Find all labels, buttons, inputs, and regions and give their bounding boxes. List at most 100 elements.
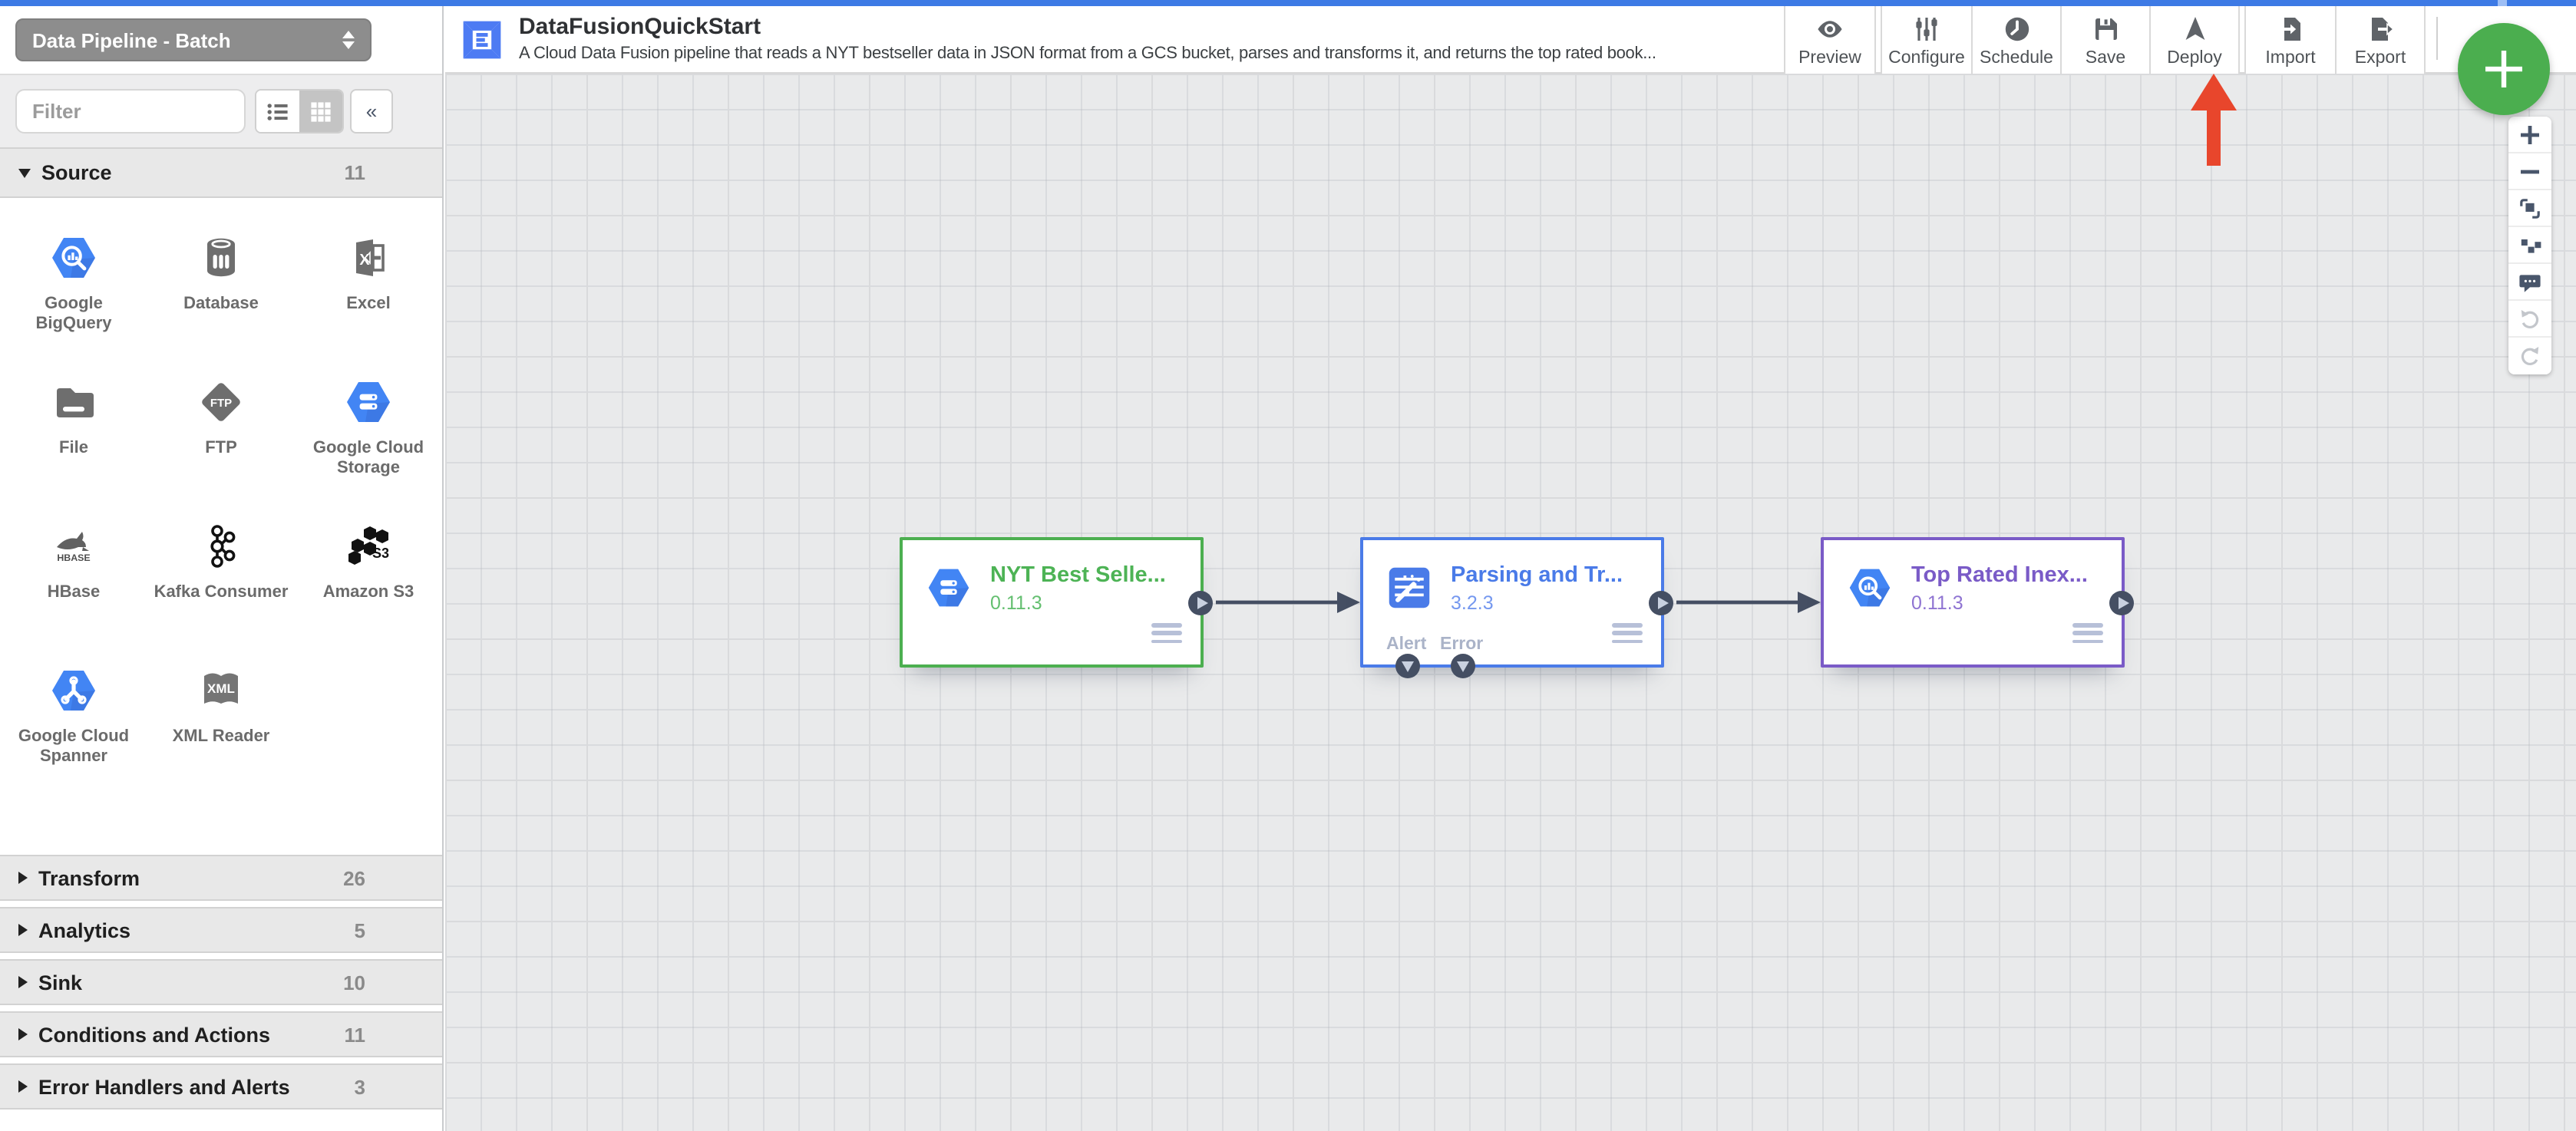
node-parsing-and-transform[interactable]: Parsing and Tr... 3.2.3 Alert Error: [1360, 537, 1673, 678]
caret-right-icon: [18, 1080, 28, 1093]
view-toggle: [255, 89, 344, 134]
node-top-rated-books[interactable]: Top Rated Inex... 0.11.3: [1821, 537, 2134, 668]
auto-align-button[interactable]: [2508, 227, 2551, 264]
node-nyt-best-sellers[interactable]: NYT Best Selle... 0.11.3: [900, 537, 1213, 668]
action-label: Configure: [1888, 49, 1965, 68]
section-header-error-handlers[interactable]: Error Handlers and Alerts 3: [0, 1063, 442, 1110]
section-header-conditions-actions[interactable]: Conditions and Actions 11: [0, 1011, 442, 1057]
plugin-hbase[interactable]: HBASE HBase: [0, 499, 147, 643]
fit-to-screen-button[interactable]: [2508, 190, 2551, 227]
action-label: Export: [2354, 49, 2406, 68]
section-name: Conditions and Actions: [38, 1023, 270, 1046]
down-arrow-icon: [1457, 661, 1469, 672]
svg-text:HBASE: HBASE: [57, 552, 90, 563]
section-header-transform[interactable]: Transform 26: [0, 855, 442, 901]
fit-to-screen-icon: [2520, 198, 2540, 218]
pipeline-type-select[interactable]: Data Pipeline - Batch: [15, 18, 372, 61]
deploy-button[interactable]: Deploy: [2149, 6, 2238, 74]
top-blue-bar: [0, 0, 2576, 6]
node-menu-icon[interactable]: [2072, 623, 2103, 648]
play-icon: [1658, 596, 1669, 608]
floppy-icon: [2095, 18, 2116, 40]
plugin-google-cloud-storage[interactable]: Google Cloud Storage: [295, 354, 442, 499]
plugin-label: Google Cloud Spanner: [18, 727, 130, 766]
pipeline-title[interactable]: DataFusionQuickStart: [519, 14, 761, 40]
node-title: Top Rated Inex...: [1911, 563, 2088, 588]
plus-icon: [2485, 51, 2522, 87]
plugin-label: HBase: [47, 583, 101, 602]
plugin-xml-reader[interactable]: XML XML Reader: [147, 643, 295, 787]
node-title: NYT Best Selle...: [990, 563, 1166, 588]
node-menu-icon[interactable]: [1151, 623, 1182, 648]
topbar-scroll-tick: [2498, 0, 2507, 6]
plugin-kafka-consumer[interactable]: Kafka Consumer: [147, 499, 295, 643]
plugin-database[interactable]: Database: [147, 210, 295, 354]
section-header-sink[interactable]: Sink 10: [0, 959, 442, 1005]
redo-button[interactable]: [2508, 338, 2551, 374]
play-icon: [1197, 596, 1208, 608]
plugin-file[interactable]: File: [0, 354, 147, 499]
save-button[interactable]: Save: [2060, 6, 2149, 74]
output-port[interactable]: [1188, 590, 1213, 615]
section-count: 3: [354, 1075, 365, 1098]
output-port[interactable]: [1649, 590, 1673, 615]
plugin-ftp[interactable]: FTP FTP: [147, 354, 295, 499]
plugin-filter-input[interactable]: [15, 89, 246, 134]
configure-button[interactable]: Configure: [1882, 6, 1971, 74]
section-header-analytics[interactable]: Analytics 5: [0, 907, 442, 953]
grid-view-button[interactable]: [299, 91, 342, 132]
section-count: 5: [354, 918, 365, 941]
pipeline-metadata[interactable]: DataFusionQuickStart A Cloud Data Fusion…: [519, 14, 1781, 63]
plugin-google-cloud-spanner[interactable]: Google Cloud Spanner: [0, 643, 147, 787]
section-name: Error Handlers and Alerts: [38, 1075, 290, 1098]
plugin-label: Google BigQuery: [35, 295, 112, 333]
import-button[interactable]: Import: [2246, 6, 2335, 74]
sidebar-collapse-button[interactable]: «: [350, 89, 393, 134]
section-header-source[interactable]: Source 11: [0, 147, 442, 198]
cloud-spanner-icon: [52, 671, 95, 711]
error-port[interactable]: [1451, 654, 1475, 678]
hbase-icon: HBASE: [57, 532, 91, 563]
category-list: Transform 26 Analytics 5 Sink 10 Conditi…: [0, 855, 442, 1131]
cloud-storage-icon: [928, 569, 969, 607]
list-view-button[interactable]: [256, 91, 299, 132]
plugin-amazon-s3[interactable]: S3 Amazon S3: [295, 499, 442, 643]
plugin-excel[interactable]: X Excel: [295, 210, 442, 354]
wrangler-icon: [1389, 567, 1430, 608]
kafka-icon: [210, 525, 236, 568]
svg-text:XML: XML: [207, 681, 235, 696]
plugin-google-bigquery[interactable]: Google BigQuery: [0, 210, 147, 354]
preview-button[interactable]: Preview: [1785, 6, 1874, 74]
excel-icon: X: [356, 239, 385, 276]
plugin-label: Excel: [346, 295, 391, 313]
pipeline-description[interactable]: A Cloud Data Fusion pipeline that reads …: [519, 45, 1656, 63]
add-pipeline-button[interactable]: [2458, 23, 2550, 115]
svg-text:FTP: FTP: [210, 397, 232, 410]
section-count: 11: [344, 1023, 366, 1046]
clock-icon: [2004, 17, 2029, 41]
bigquery-icon: [1849, 569, 1891, 607]
action-label: Import: [2265, 49, 2316, 68]
output-port[interactable]: [2109, 590, 2134, 615]
section-count: 11: [344, 161, 366, 184]
folder-icon: [57, 388, 94, 417]
export-button[interactable]: Export: [2335, 6, 2424, 74]
play-icon: [2119, 596, 2129, 608]
plugin-label: Amazon S3: [322, 583, 414, 602]
caret-down-icon: [18, 168, 31, 177]
undo-button[interactable]: [2508, 301, 2551, 338]
comment-button[interactable]: [2508, 264, 2551, 301]
node-version: 0.11.3: [1911, 592, 1963, 614]
s3-icon: S3: [348, 526, 389, 565]
file-import-icon: [2278, 18, 2300, 41]
comment-icon: [2519, 274, 2541, 292]
node-menu-icon[interactable]: [1612, 623, 1643, 648]
pipeline-canvas[interactable]: NYT Best Selle... 0.11.3 Parsing and Tr.…: [445, 74, 2576, 1131]
schedule-button[interactable]: Schedule: [1971, 6, 2060, 74]
section-name: Source: [41, 161, 112, 184]
xml-book-icon: XML: [204, 673, 238, 704]
section-count: 10: [343, 971, 365, 994]
zoom-out-button[interactable]: [2508, 153, 2551, 190]
zoom-in-button[interactable]: [2508, 117, 2551, 153]
alert-port[interactable]: [1395, 654, 1420, 678]
